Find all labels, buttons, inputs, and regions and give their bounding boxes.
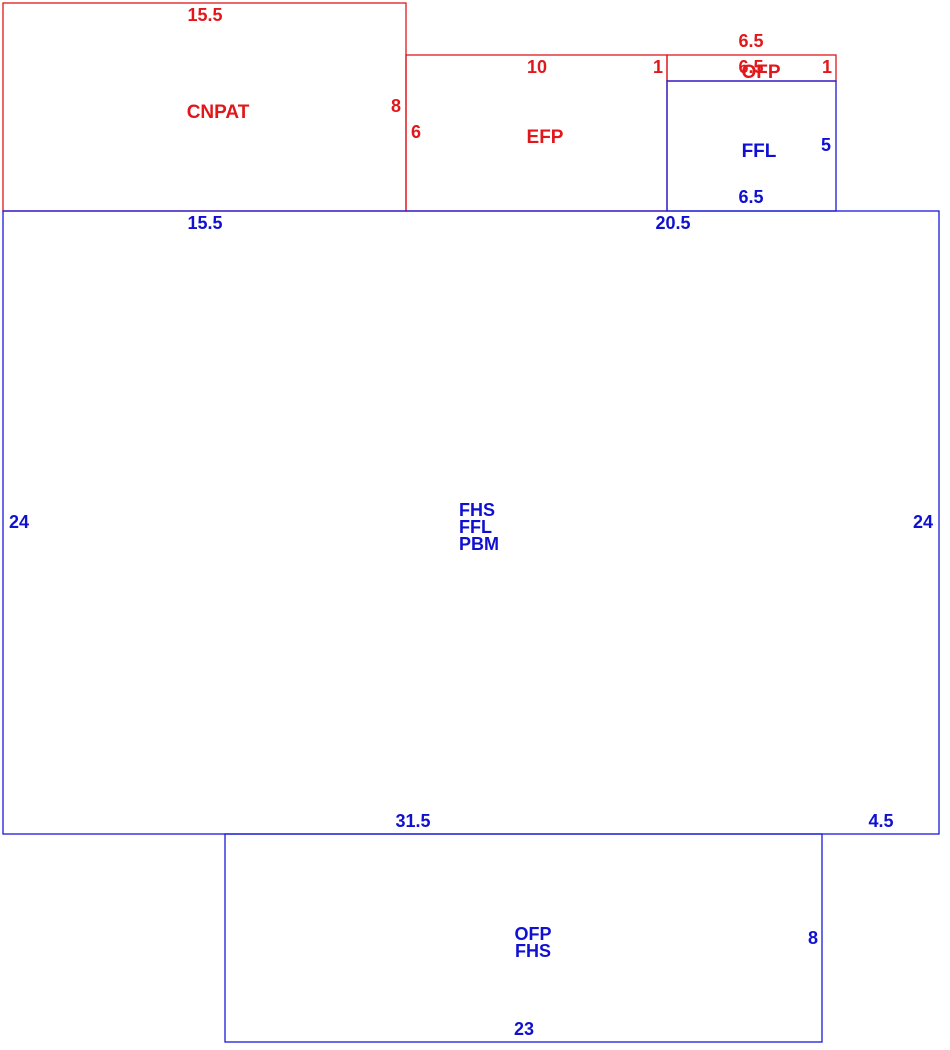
main-top-right-dimension: 20.5 bbox=[655, 213, 690, 233]
bottom-side-dimension: 8 bbox=[808, 928, 818, 948]
ffl-bottom-dimension: 6.5 bbox=[738, 187, 763, 207]
main-label-fhs: FHS bbox=[459, 500, 495, 520]
main-label-ffl: FFL bbox=[459, 517, 492, 537]
ofp-right-dimension: 1 bbox=[822, 57, 832, 77]
bottom-label-ofp: OFP bbox=[514, 924, 551, 944]
ffl-top-label: FFL bbox=[742, 141, 777, 162]
main-right-dimension: 24 bbox=[913, 512, 933, 532]
efp-right-dimension: 1 bbox=[653, 57, 663, 77]
ffl-side-dimension: 5 bbox=[821, 135, 831, 155]
main-bottom-dimension: 31.5 bbox=[395, 811, 430, 831]
cnpat-label: CNPAT bbox=[187, 102, 250, 123]
main-left-dimension: 24 bbox=[9, 512, 29, 532]
cnpat-side-dimension: 8 bbox=[391, 96, 401, 116]
main-bottom-right-dimension: 4.5 bbox=[868, 811, 893, 831]
bottom-label-fhs: FHS bbox=[515, 941, 551, 961]
bottom-area bbox=[224, 833, 823, 1043]
ofp-inner-dimension: 6.5 bbox=[738, 57, 763, 77]
ofp-top-label: OFP bbox=[741, 62, 780, 83]
main-top-left-dimension: 15.5 bbox=[187, 213, 222, 233]
ofp-top-dimension: 6.5 bbox=[738, 31, 763, 51]
efp-label: EFP bbox=[527, 127, 564, 148]
efp-left-dimension: 6 bbox=[411, 122, 421, 142]
bottom-bottom-dimension: 23 bbox=[514, 1019, 534, 1039]
main-label-pbm: PBM bbox=[459, 534, 499, 554]
cnpat-top-dimension: 15.5 bbox=[187, 5, 222, 25]
efp-top-dimension: 10 bbox=[527, 57, 547, 77]
